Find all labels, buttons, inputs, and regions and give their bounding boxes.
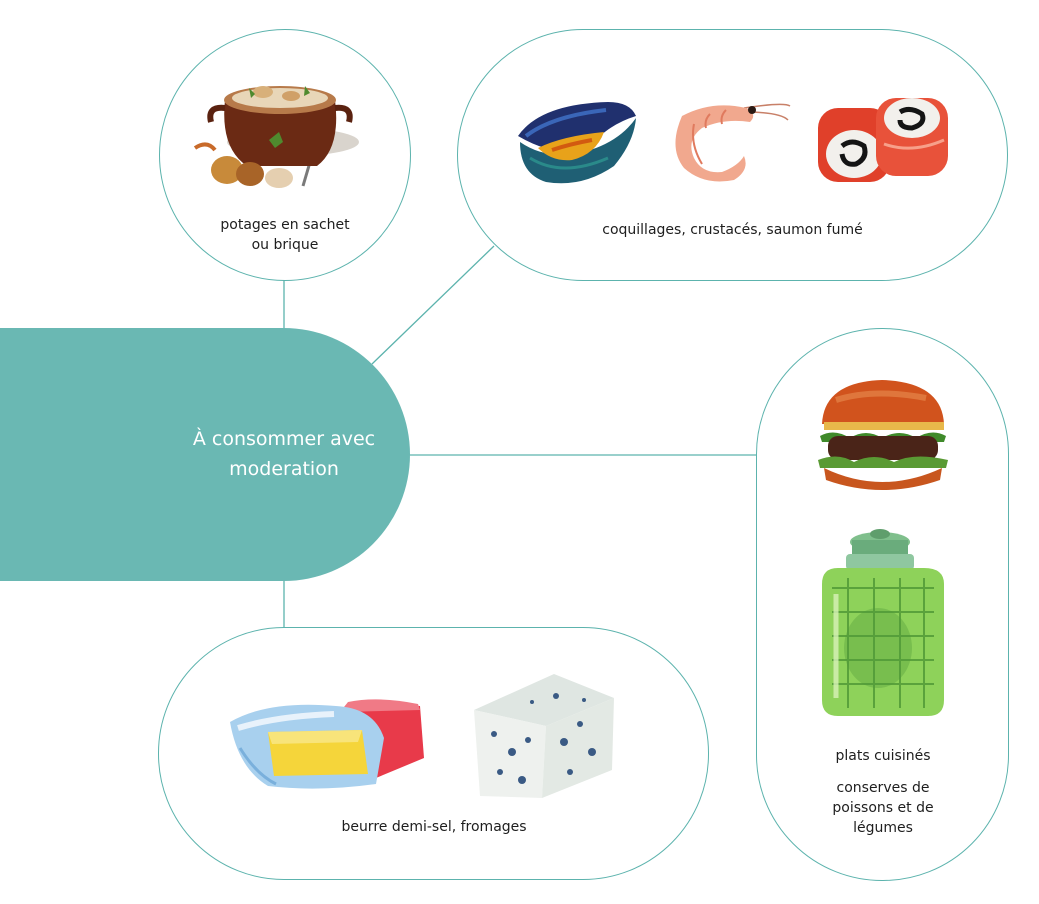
potages-caption-line1: potages en sachet (220, 217, 350, 233)
fruits-de-mer-caption: coquillages, crustacés, saumon fumé (602, 222, 863, 238)
burger-icon (818, 380, 948, 490)
shrimp-icon (675, 103, 791, 182)
soup-pot-icon (193, 86, 359, 188)
mussel-icon (518, 102, 636, 184)
plats-caption-line2: poissons et de (832, 800, 934, 816)
plats-caption-line1: conserves de (836, 780, 930, 796)
blue-cheese-icon (474, 674, 614, 798)
plats-caption-main: plats cuisinés (835, 748, 931, 764)
hub-title: À consommer avec moderation (192, 428, 376, 480)
laitiers-caption: beurre demi-sel, fromages (341, 819, 527, 835)
butter-pack-icon (230, 699, 424, 789)
plats-caption-line3: légumes (853, 820, 913, 836)
glass-jar-icon (822, 529, 944, 716)
salmon-maki-icon (818, 98, 948, 182)
connector-fruits-de-mer (371, 245, 495, 365)
bubble-potages (159, 29, 411, 281)
potages-caption-line2: ou brique (251, 237, 319, 253)
hub-shape (0, 328, 410, 581)
